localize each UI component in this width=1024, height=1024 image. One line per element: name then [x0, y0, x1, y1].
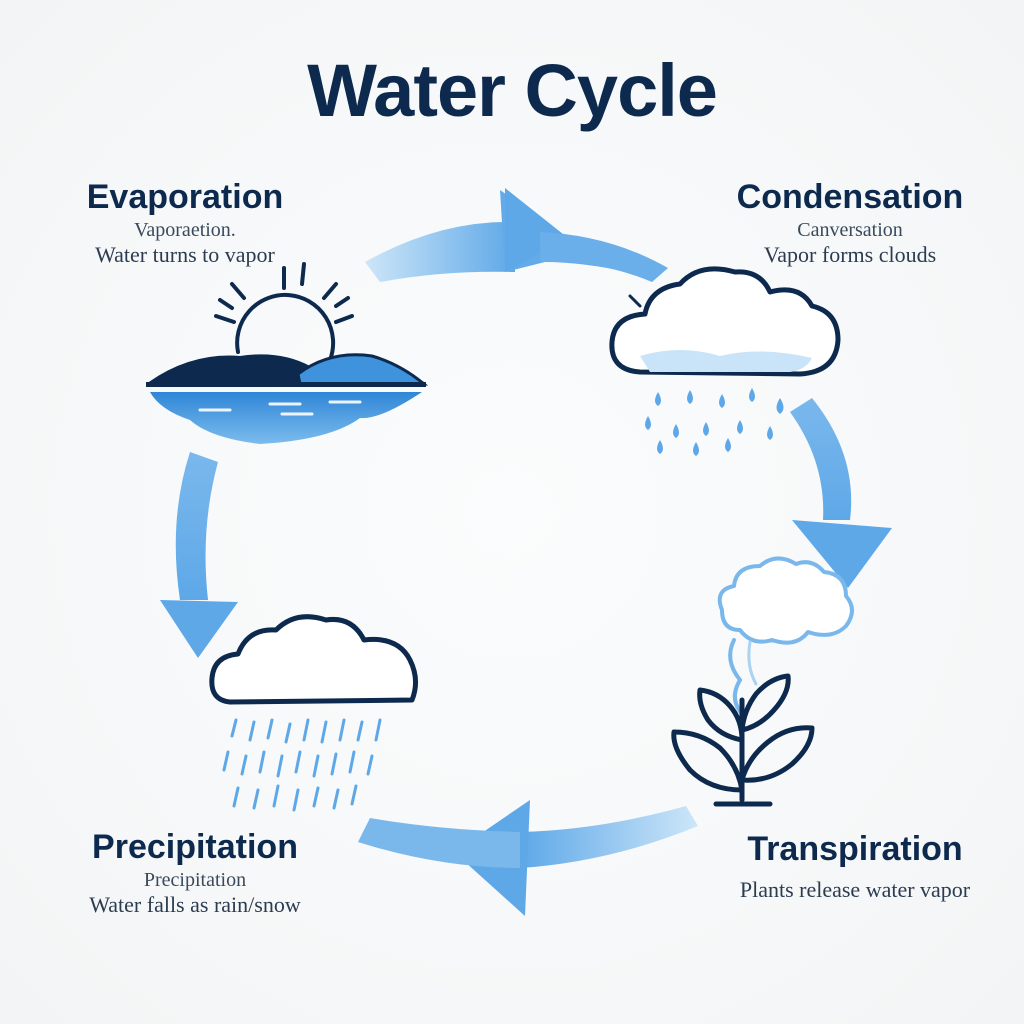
stage-description: Water turns to vapor — [95, 242, 275, 267]
stage-precipitation: Precipitation Precipitation Water falls … — [50, 828, 340, 918]
stage-evaporation: Evaporation Vaporaetion. Water turns to … — [60, 178, 310, 268]
arrow-transpiration-to-precipitation — [358, 800, 698, 916]
stage-transpiration: Transpiration Plants release water vapor — [720, 830, 990, 903]
stage-description: Plants release water vapor — [739, 877, 971, 902]
stage-title: Evaporation — [86, 178, 284, 216]
page-title: Water Cycle — [307, 49, 718, 132]
arrow-precipitation-to-evaporation — [160, 452, 238, 658]
stage-title: Condensation — [736, 178, 964, 216]
rain-cloud-icon — [609, 266, 841, 456]
stage-subtitle: Canversation — [797, 219, 903, 241]
stage-subtitle: Precipitation — [143, 869, 247, 891]
stage-condensation: Condensation Canversation Vapor forms cl… — [720, 178, 980, 268]
stage-subtitle: Vaporaetion. — [134, 219, 236, 241]
sun-over-water-icon — [146, 262, 429, 444]
stage-title: Transpiration — [747, 830, 963, 868]
stage-description: Vapor forms clouds — [763, 242, 937, 267]
stage-title: Precipitation — [92, 828, 298, 866]
arrow-condensation-to-transpiration — [790, 398, 892, 588]
plant-vapor-icon — [671, 556, 854, 807]
arrow-evaporation-to-condensation — [365, 188, 668, 282]
stage-description: Water falls as rain/snow — [89, 892, 301, 917]
rain-cloud-icon — [209, 614, 418, 812]
